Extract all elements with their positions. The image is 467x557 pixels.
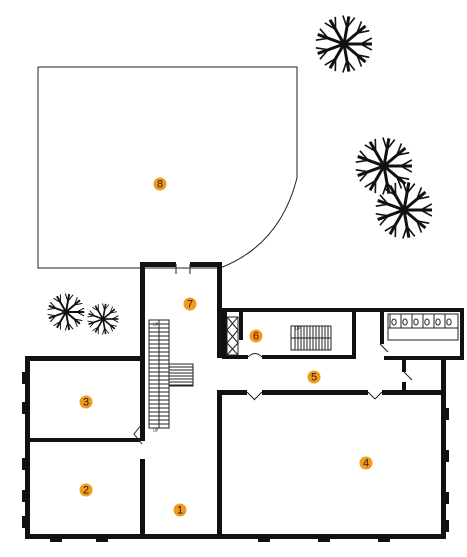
room-number: 8 [157,179,163,191]
room-marker-3: 3 [79,395,93,409]
stair-label-up: UP [153,322,159,327]
yard-outline [37,66,298,269]
doors [133,264,413,445]
room-number: 5 [311,372,317,384]
room-number: 6 [253,331,259,343]
room-marker-1: 1 [173,503,187,517]
room-marker-5: 5 [307,370,321,384]
tree-icon [375,181,433,239]
tree-icon [315,15,373,73]
room-number: 3 [83,397,89,409]
tree-icon [87,303,119,335]
room-number: 4 [363,458,369,470]
stair-label-landing: UP [153,428,159,433]
main-stair: UP UP [148,319,194,433]
room-number: 1 [177,505,183,517]
tree-icon [355,137,413,195]
room-marker-6: 6 [249,329,263,343]
service-shaft [226,316,239,356]
tree-icon [47,293,85,331]
room-marker-7: 7 [183,297,197,311]
room-number: 2 [83,485,89,497]
room-markers: 1 2 3 4 5 6 7 8 [79,177,373,517]
walls [22,262,464,542]
stair-label-rear: UP [295,326,301,331]
rear-stair: UP [290,325,332,351]
room-marker-8: 8 [153,177,167,191]
room-marker-4: 4 [359,456,373,470]
room-number: 7 [187,299,193,311]
room-marker-2: 2 [79,483,93,497]
toilet-stalls [387,313,459,341]
